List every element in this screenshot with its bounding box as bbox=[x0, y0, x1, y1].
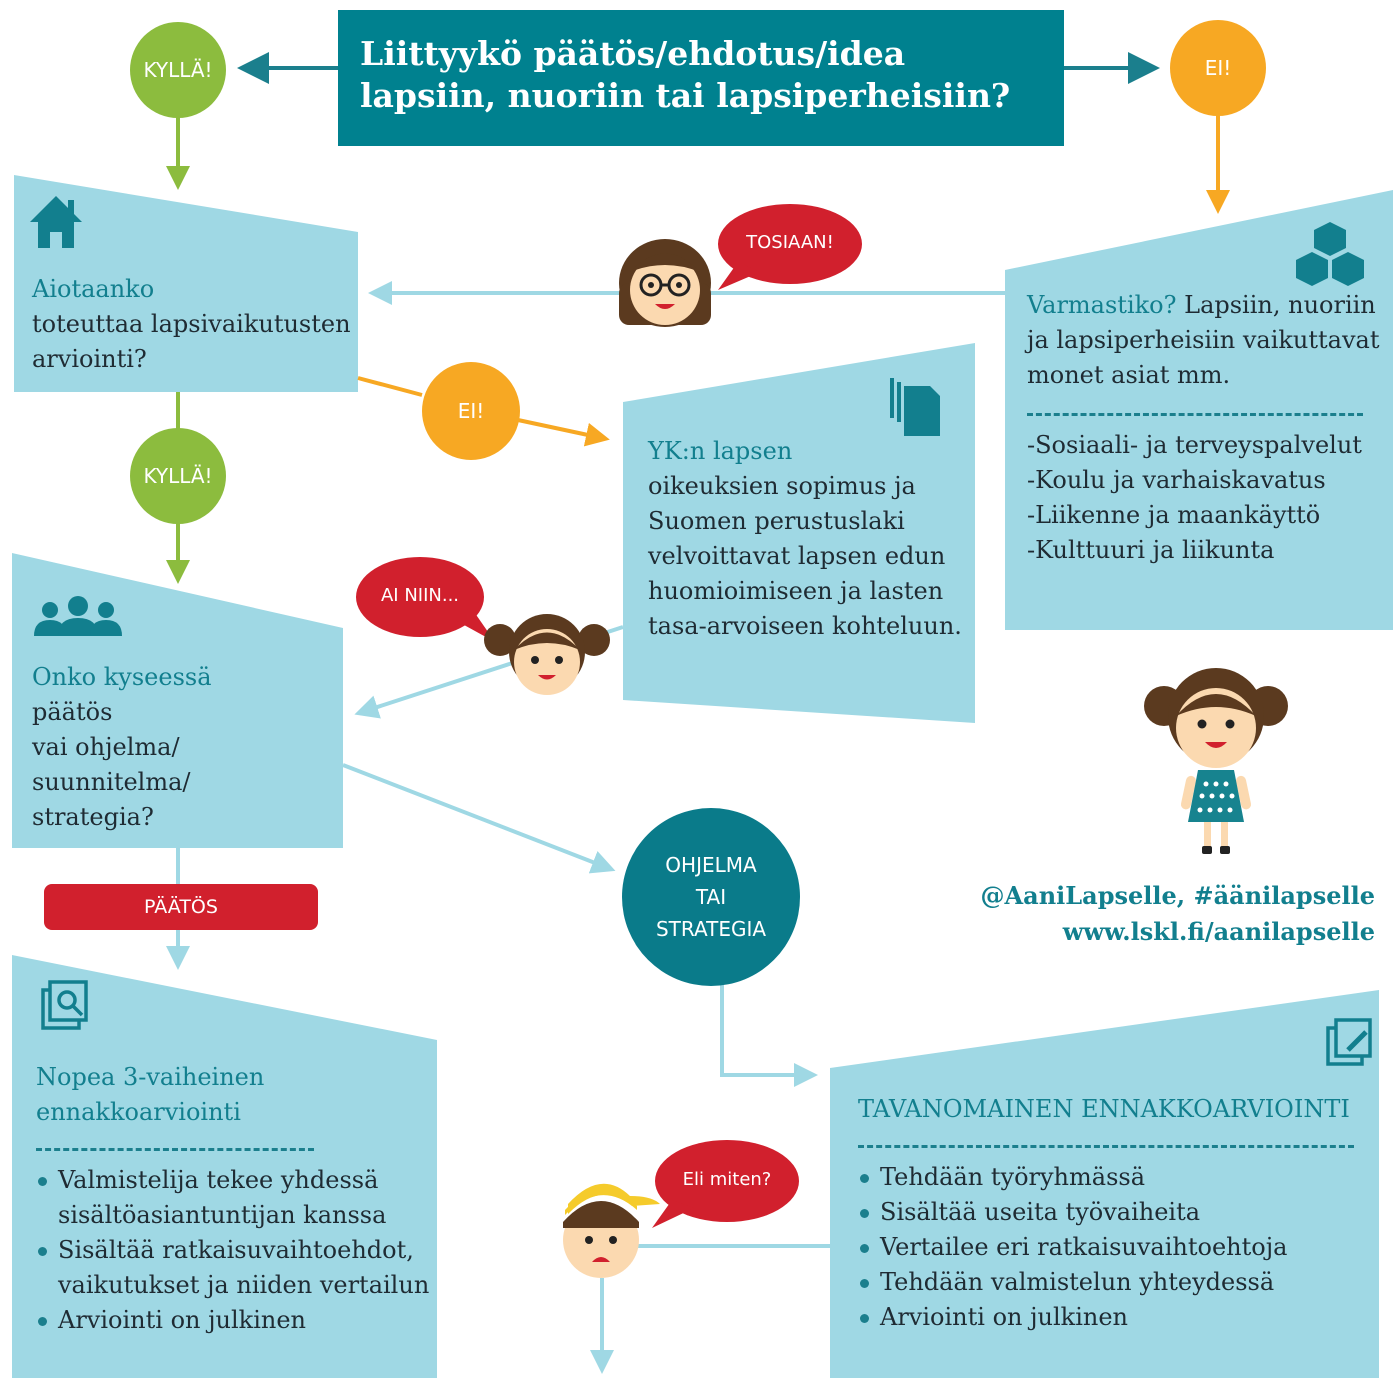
badge-no-mid: EI! bbox=[422, 362, 520, 460]
edit-document-icon bbox=[1326, 1018, 1372, 1066]
box-normal-shape bbox=[830, 990, 1379, 1378]
badge-yes-top: KYLLÄ! bbox=[130, 22, 226, 118]
box-un-text: YK:n lapsen oikeuksien sopimus ja Suomen… bbox=[648, 437, 962, 640]
divider bbox=[858, 1145, 1354, 1148]
box-quick-shape bbox=[12, 955, 437, 1378]
badge-yes-mid: KYLLÄ! bbox=[130, 428, 226, 524]
face-pigtail-girl-icon bbox=[484, 614, 610, 695]
box-sure-text: Varmastiko? Lapsiin, nuoriin ja lapsiper… bbox=[1027, 291, 1380, 564]
badge-program: OHJELMA TAI STRATEGIA bbox=[622, 808, 800, 986]
question-title: Liittyykö päätös/ehdotus/idea lapsiin, n… bbox=[360, 34, 1011, 115]
list-item: Sisältää ratkaisuvaihtoehdot, vaikutukse… bbox=[36, 1233, 436, 1303]
speech-eli-miten-text: Eli miten? bbox=[682, 1169, 772, 1190]
question-title-box bbox=[338, 10, 1064, 146]
speech-bubble-tosiaan bbox=[718, 204, 862, 290]
documents-icon bbox=[890, 378, 940, 436]
girl-figure-icon bbox=[1144, 668, 1288, 854]
speech-bubble-ai-niin bbox=[356, 557, 495, 642]
box-normal-text: TAVANOMAINEN ENNAKKOARVIOINTI Tehdään ty… bbox=[858, 1092, 1370, 1335]
divider bbox=[36, 1148, 314, 1151]
badge-no-top: EI! bbox=[1170, 20, 1266, 116]
box-un-shape bbox=[623, 343, 975, 723]
divider bbox=[1027, 413, 1363, 416]
badge-paatos: PÄÄTÖS bbox=[44, 884, 318, 930]
list-item: Arviointi on julkinen bbox=[36, 1303, 436, 1338]
speech-tosiaan-text: TOSIAAN! bbox=[746, 232, 834, 253]
box-type-text: Onko kyseessä päätös vai ohjelma/ suunni… bbox=[32, 663, 212, 831]
list-item: Arviointi on julkinen bbox=[858, 1300, 1370, 1335]
house-icon bbox=[30, 196, 82, 248]
list-item: Valmistelija tekee yhdessä sisältöasiant… bbox=[36, 1163, 436, 1233]
list-item: Vertailee eri ratkaisuvaihtoehtoja bbox=[858, 1230, 1370, 1265]
list-item: Tehdään työryhmässä bbox=[858, 1160, 1370, 1195]
people-icon bbox=[34, 596, 122, 636]
list-item: Tehdään valmistelun yhteydessä bbox=[858, 1265, 1370, 1300]
list-item: Sisältää useita työvaiheita bbox=[858, 1195, 1370, 1230]
contact-info: @AaniLapselle, #äänilapselle www.lskl.fi… bbox=[981, 878, 1375, 950]
cubes-icon bbox=[1296, 222, 1364, 286]
website-link[interactable]: www.lskl.fi/aanilapselle bbox=[1062, 917, 1375, 946]
speech-bubble-eli-miten bbox=[652, 1140, 799, 1228]
box-assess-shape bbox=[14, 175, 358, 392]
box-sure-shape bbox=[1005, 190, 1393, 630]
search-document-icon bbox=[41, 980, 88, 1030]
face-cap-boy-icon bbox=[563, 1183, 660, 1278]
speech-ai-niin-text: AI NIIN... bbox=[380, 585, 460, 606]
face-glasses-icon bbox=[619, 239, 711, 327]
social-handle[interactable]: @AaniLapselle, #äänilapselle bbox=[980, 881, 1375, 910]
box-assess-text: Aiotaanko toteuttaa lapsivaikutusten arv… bbox=[32, 275, 351, 373]
box-quick-text: Nopea 3-vaiheinen ennakkoarviointi Valmi… bbox=[36, 1060, 436, 1338]
